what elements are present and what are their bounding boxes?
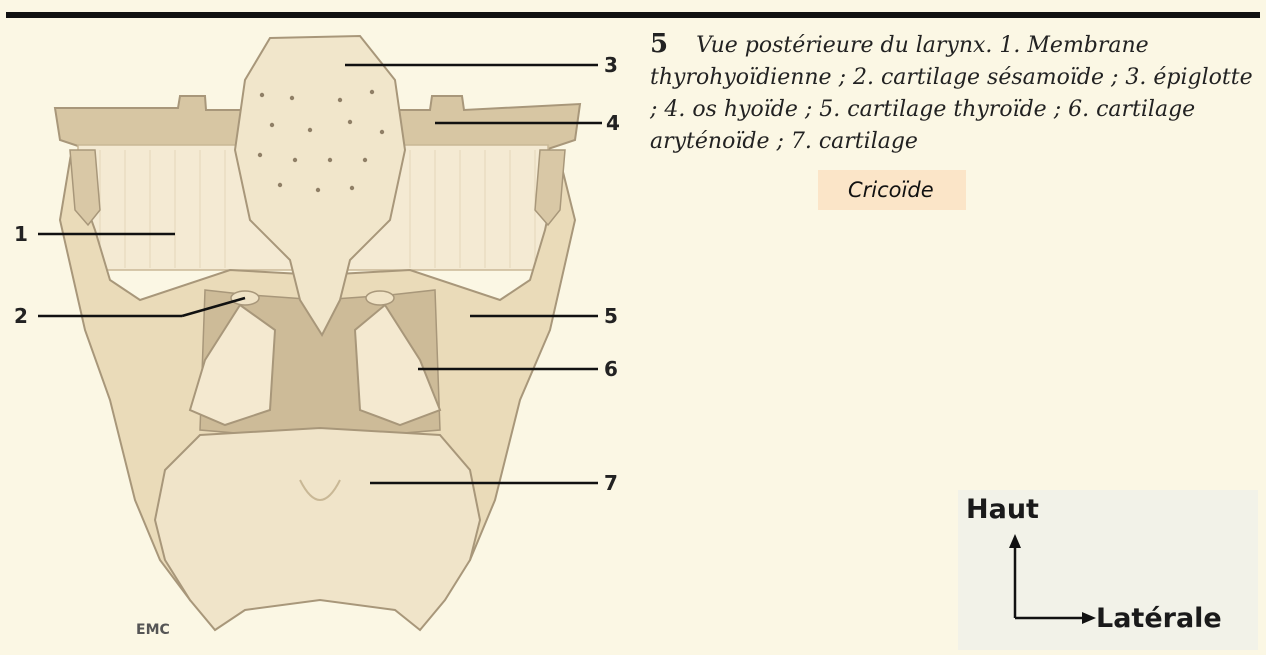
label-4: 4: [606, 111, 620, 135]
label-5: 5: [604, 304, 618, 328]
label-2: 2: [14, 304, 28, 328]
label-3: 3: [604, 53, 618, 77]
label-6: 6: [604, 357, 618, 381]
caption-text: Vue postérieure du larynx. 1. Membrane t…: [650, 33, 1253, 154]
larynx-illustration: 1 2 3 4 5 6 7 EMC: [0, 0, 640, 655]
label-1: 1: [14, 222, 28, 246]
orientation-lateral-label: Latérale: [1096, 603, 1222, 634]
arrow-right-icon: [1082, 612, 1096, 624]
cricoid-cartilage: [155, 428, 480, 630]
cricoide-annotation: Cricoïde: [818, 170, 966, 210]
orientation-up-label: Haut: [966, 494, 1039, 525]
arrow-up-icon: [1009, 534, 1021, 548]
label-7: 7: [604, 471, 618, 495]
emc-watermark: EMC: [136, 622, 170, 638]
sesamoid-cartilage-right: [366, 291, 394, 305]
caption-number: 5: [650, 29, 668, 59]
